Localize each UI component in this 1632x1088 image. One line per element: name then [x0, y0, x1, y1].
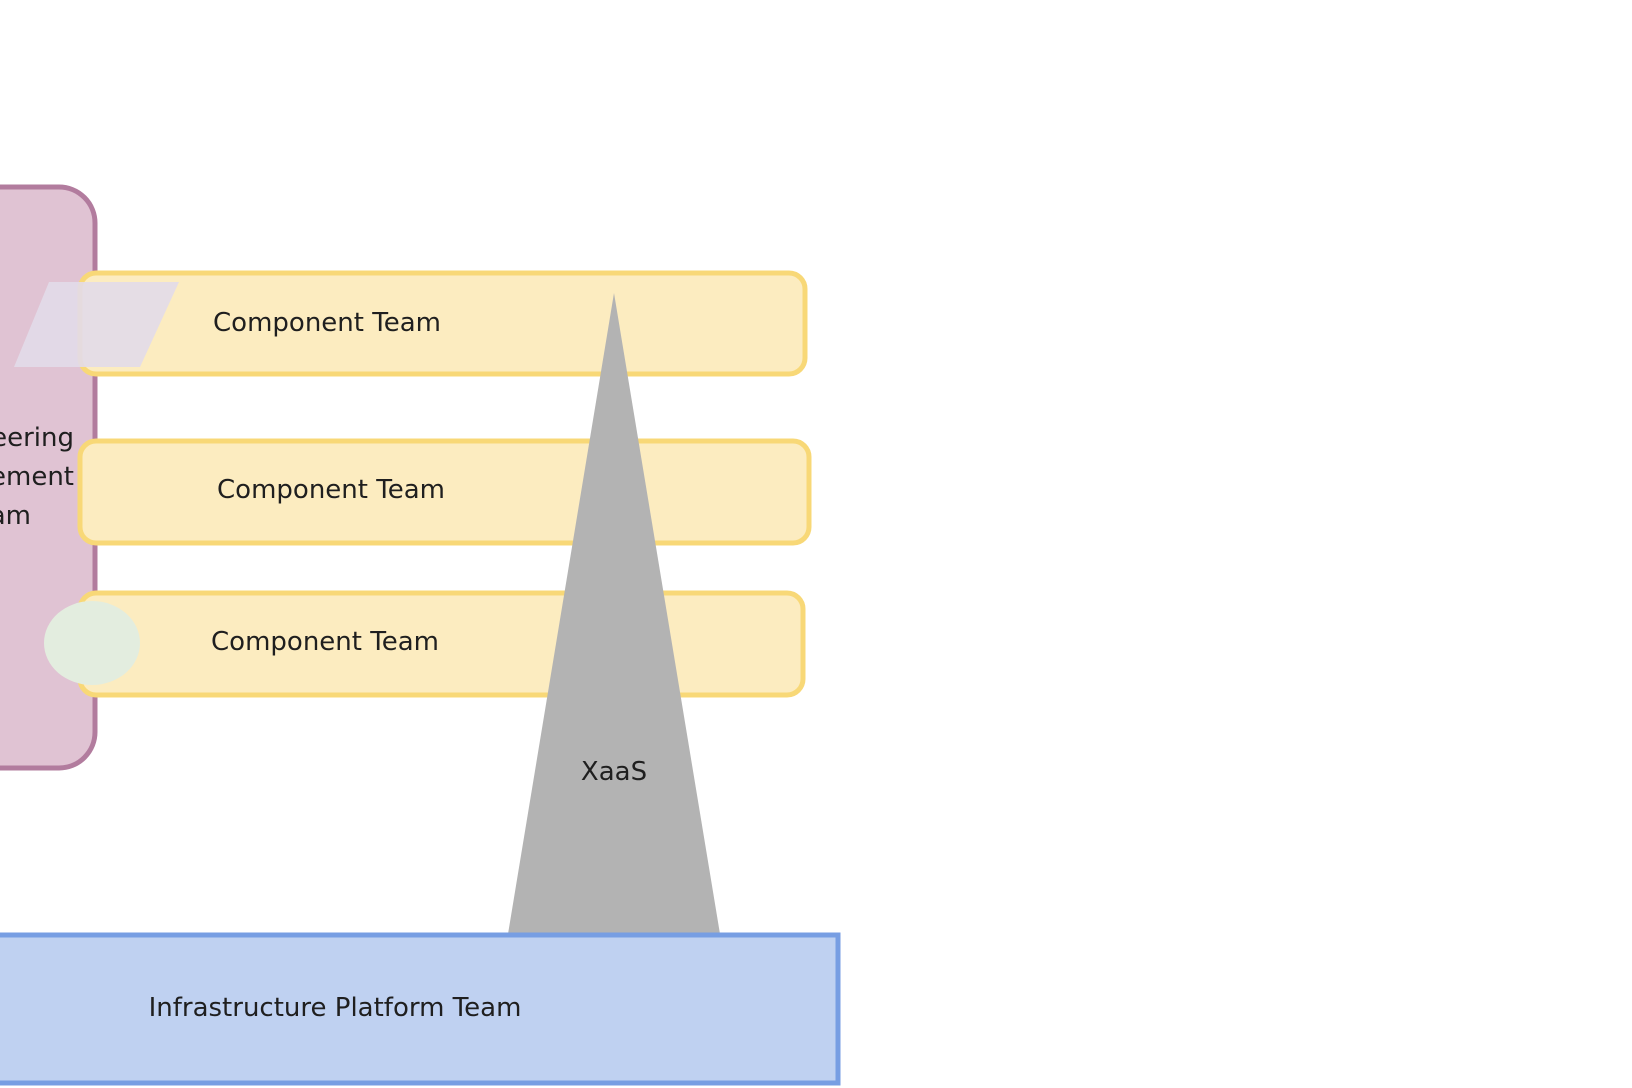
platform-team: Infrastructure Platform Team: [0, 932, 841, 1086]
component-team-3: Component Team: [77, 590, 806, 698]
facilitating-interaction-parallelogram: [14, 282, 179, 367]
component-team-1-label: Component Team: [213, 308, 441, 338]
enabling-team-label-line-3: am: [0, 501, 31, 531]
platform-team-shape: [0, 932, 841, 1086]
enabling-team-label-line-2: ement: [0, 462, 74, 492]
enabling-team-label-line-1: eering: [0, 423, 74, 453]
component-team-1-shape: [77, 270, 808, 377]
xaas-label: XaaS: [581, 757, 647, 787]
component-team-2: Component Team: [77, 438, 812, 546]
xaas-triangle: [508, 293, 720, 934]
interaction-ellipse: [44, 601, 140, 685]
xaas-interaction: XaaS: [508, 293, 720, 934]
platform-team-label: Infrastructure Platform Team: [149, 993, 522, 1023]
component-team-2-label: Component Team: [217, 475, 445, 505]
component-team-3-label: Component Team: [211, 627, 439, 657]
component-team-1: Component Team: [77, 270, 808, 377]
component-team-3-shape: [77, 590, 806, 698]
